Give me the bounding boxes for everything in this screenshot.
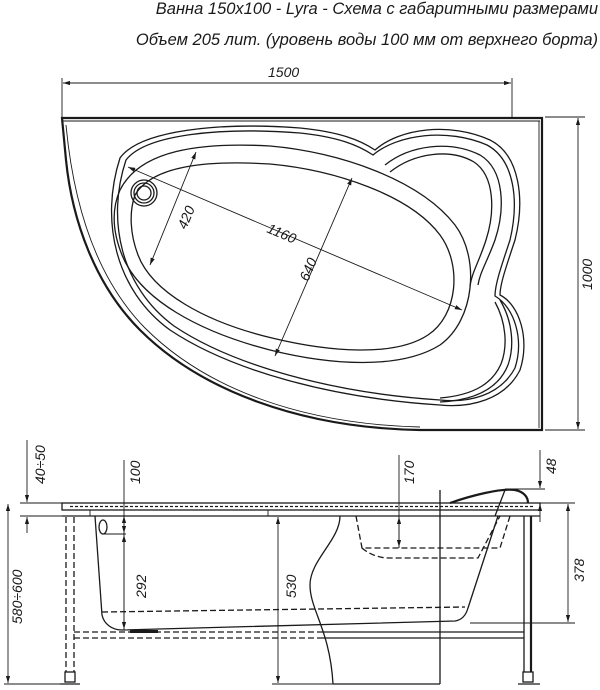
dim-bowl-length-1160: 1160 (265, 220, 299, 247)
dim-seat-depth: 170 (401, 460, 417, 484)
drawing-title: Ванна 150х100 - Lyra - Схема с габаритны… (155, 0, 598, 18)
dim-width-1500: 1500 (268, 64, 299, 80)
dim-bowl-width-420: 420 (174, 203, 198, 231)
dim-side-height: 378 (571, 558, 587, 582)
dim-headrest-height: 48 (543, 458, 559, 474)
dim-depth-1000: 1000 (579, 259, 595, 290)
dim-leg-adjust: 40÷50 (32, 445, 48, 484)
dim-depth: 530 (283, 574, 299, 598)
dim-water-level: 100 (127, 460, 143, 484)
drawing-subtitle: Объем 205 лит. (уровень воды 100 мм от в… (135, 31, 598, 49)
plan-view: 1500 1000 1160 640 420 (60, 64, 595, 432)
side-view: 40÷50 580÷600 100 292 530 170 48 378 (4, 440, 587, 685)
dim-drain-height: 292 (133, 574, 149, 599)
dim-total-height: 580÷600 (9, 569, 25, 624)
